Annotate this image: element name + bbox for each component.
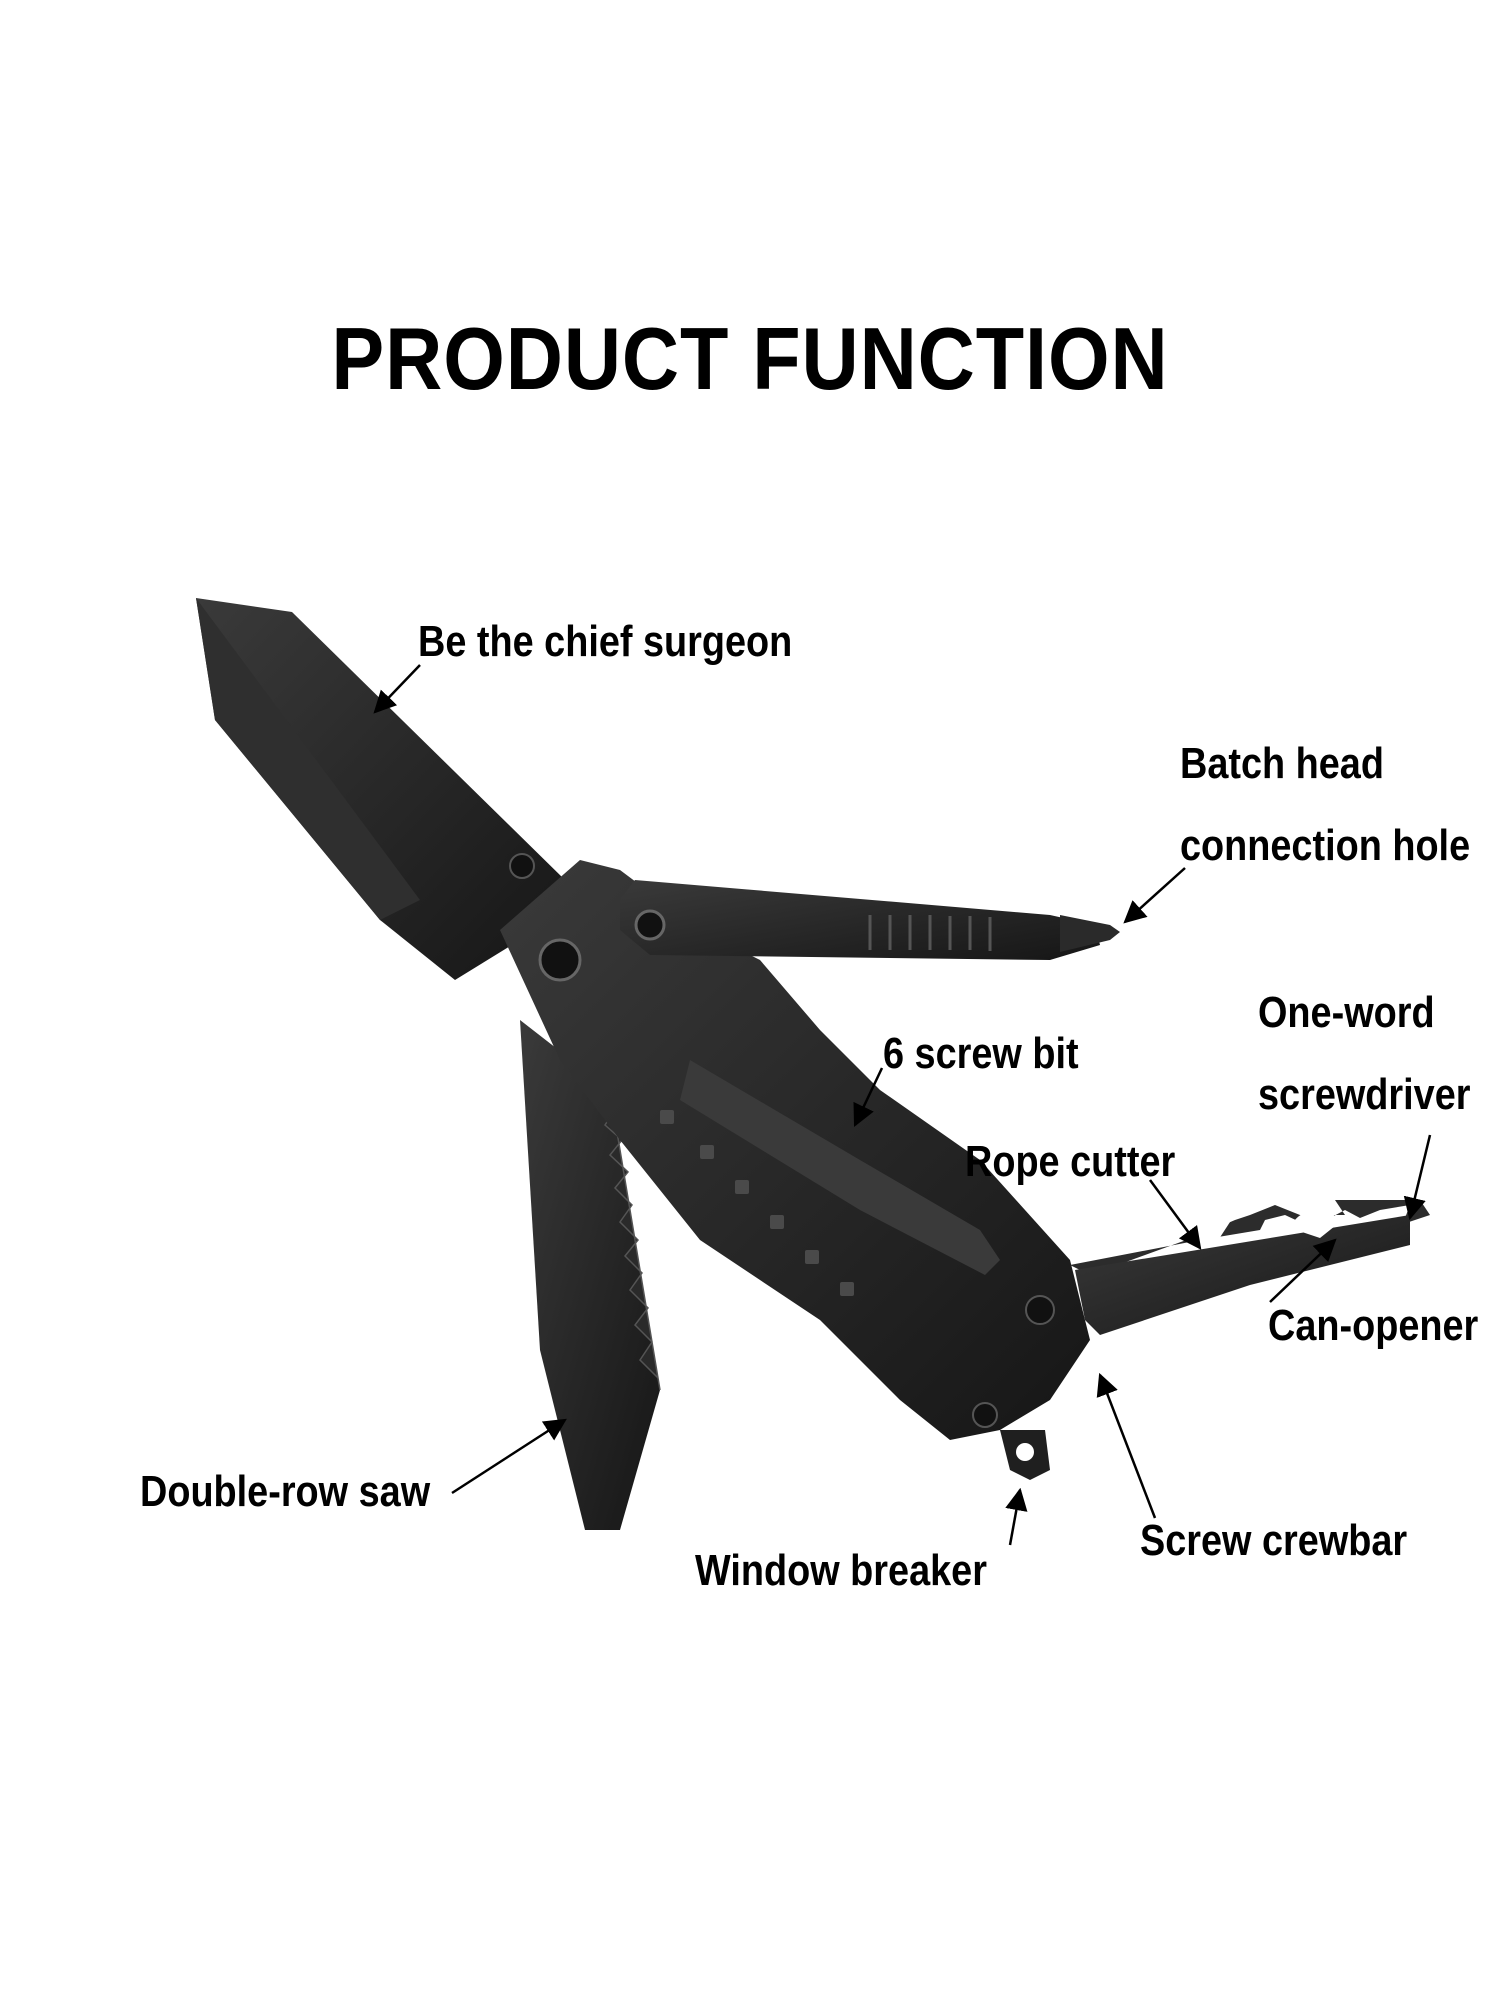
- page-title: PRODUCT FUNCTION: [331, 309, 1169, 408]
- tanto-blade: [196, 598, 565, 980]
- bit-holder-arm: [620, 880, 1120, 960]
- leader-arrows: [373, 664, 1432, 1546]
- callout-one-word-screwdriver: One-word screwdriver: [1258, 972, 1470, 1136]
- callout-one-word-line2: screwdriver: [1258, 1070, 1471, 1119]
- arrow-double-row-saw: [451, 1418, 567, 1495]
- callout-batch-head-line2: connection hole: [1180, 821, 1471, 870]
- callout-batch-head-line1: Batch head: [1180, 739, 1384, 788]
- arrow-one-word: [1403, 1134, 1432, 1221]
- arrow-screw-crewbar: [1096, 1372, 1157, 1519]
- window-breaker-tip: [1000, 1430, 1050, 1480]
- callout-screw-crewbar: Screw crewbar: [1140, 1516, 1408, 1565]
- handle-body: [500, 860, 1090, 1440]
- arrow-screw-bit: [853, 1067, 884, 1128]
- callout-one-word-line1: One-word: [1258, 988, 1435, 1037]
- arrow-batch-head: [1123, 867, 1186, 924]
- saw-blade: [520, 1020, 661, 1530]
- arrow-can-opener: [1269, 1238, 1337, 1303]
- callout-double-row-saw: Double-row saw: [140, 1467, 431, 1516]
- callout-can-opener: Can-opener: [1268, 1301, 1479, 1350]
- arrow-rope-cutter: [1148, 1179, 1202, 1250]
- callout-batch-head: Batch head connection hole: [1180, 723, 1470, 887]
- arrow-window-breaker: [1005, 1487, 1028, 1546]
- callout-rope-cutter: Rope cutter: [965, 1137, 1176, 1186]
- callout-chief-surgeon: Be the chief surgeon: [418, 617, 793, 666]
- arrow-chief-surgeon: [373, 664, 421, 714]
- callout-window-breaker: Window breaker: [695, 1546, 987, 1595]
- callout-screw-bit: 6 screw bit: [883, 1029, 1079, 1078]
